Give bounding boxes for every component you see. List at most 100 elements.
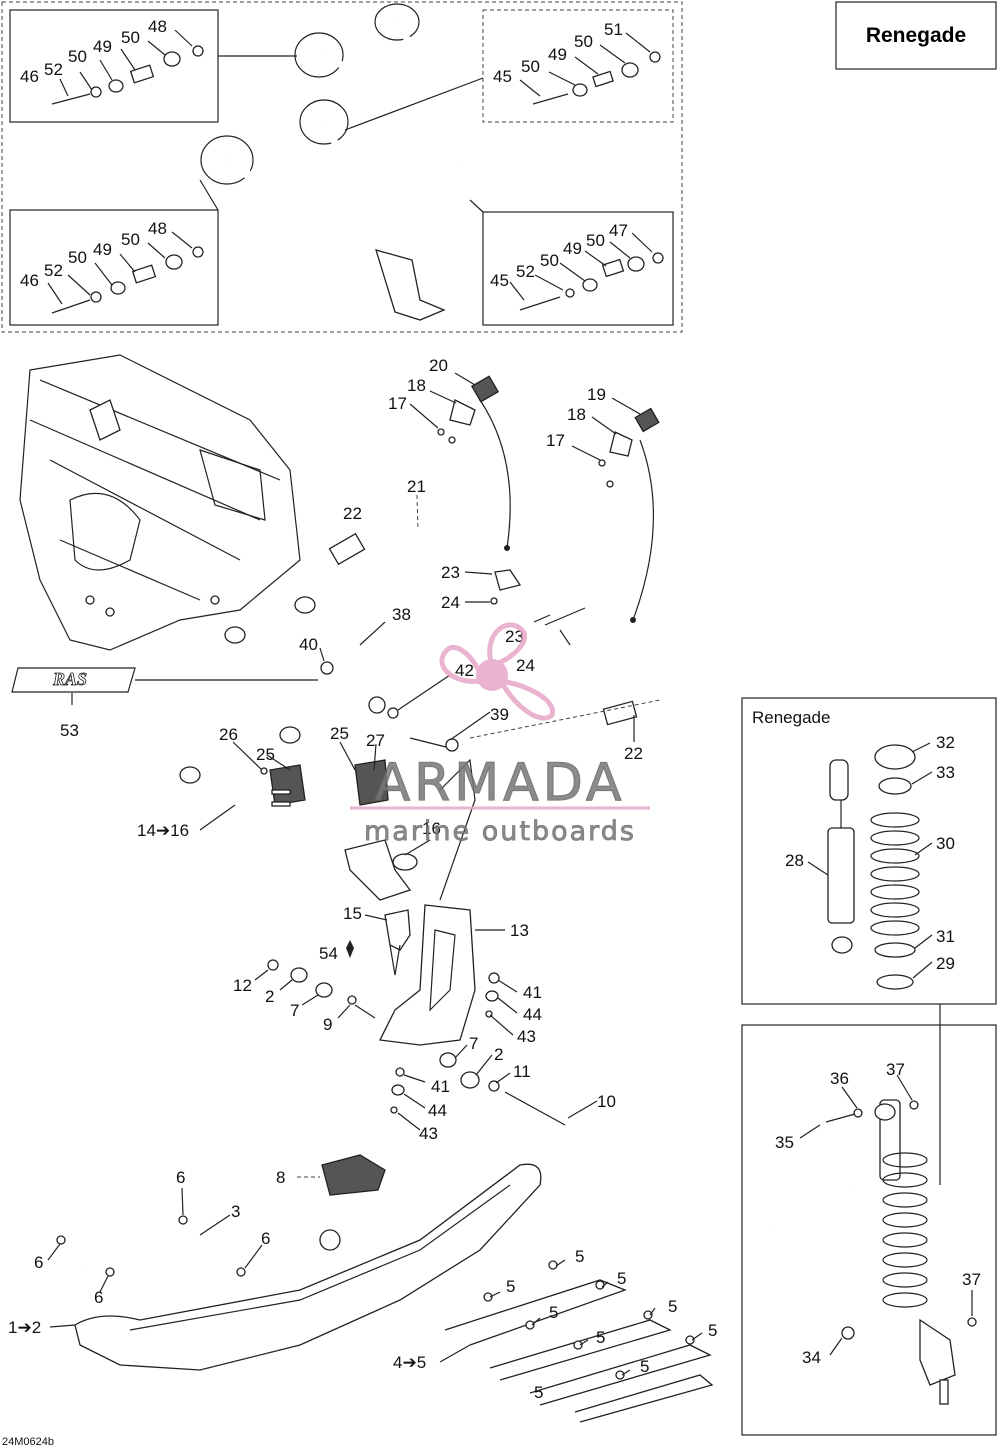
callout: 7 bbox=[290, 1001, 299, 1020]
callout: 48 bbox=[148, 17, 167, 36]
inset-box-upper-right bbox=[482, 9, 674, 123]
callout: 5 bbox=[617, 1269, 626, 1288]
callout: 42 bbox=[455, 661, 474, 680]
callout: 20 bbox=[429, 356, 448, 375]
callout: 6 bbox=[176, 1168, 185, 1187]
callout: 52 bbox=[516, 262, 535, 281]
callout: 47 bbox=[609, 221, 628, 240]
callout: 28 bbox=[785, 851, 804, 870]
callout: 23 bbox=[441, 563, 460, 582]
watermark-tagline: marine outboards bbox=[364, 816, 636, 847]
callout: 50 bbox=[586, 231, 605, 250]
callout: 18 bbox=[567, 405, 586, 424]
callout: 24 bbox=[516, 656, 535, 675]
callout: 17 bbox=[546, 431, 565, 450]
callout: 40 bbox=[299, 635, 318, 654]
callout: 46 bbox=[20, 67, 39, 86]
callout: 8 bbox=[276, 1168, 285, 1187]
callout: 5 bbox=[668, 1297, 677, 1316]
ski bbox=[56, 1154, 542, 1371]
callout: 6 bbox=[94, 1288, 103, 1307]
callout: 50 bbox=[68, 248, 87, 267]
callout: 19 bbox=[587, 385, 606, 404]
callout: 50 bbox=[574, 32, 593, 51]
title-box: Renegade bbox=[835, 1, 997, 70]
callout: 12 bbox=[233, 976, 252, 995]
callout: 41 bbox=[431, 1077, 450, 1096]
callout: 53 bbox=[60, 721, 79, 740]
callout: 18 bbox=[407, 376, 426, 395]
callout: 2 bbox=[265, 987, 274, 1006]
callout: 32 bbox=[936, 733, 955, 752]
callout: 26 bbox=[219, 725, 238, 744]
bolt-stack-4 bbox=[519, 252, 664, 311]
shock-box: Renegade bbox=[741, 697, 997, 1005]
sway-bar-bushings bbox=[437, 375, 660, 646]
inset-box-lower-left bbox=[9, 209, 219, 326]
upper-a-arm-assembly bbox=[224, 596, 661, 752]
inset-box-upper-left bbox=[9, 9, 219, 123]
callout: 3 bbox=[231, 1202, 240, 1221]
watermark-brand: ARMADA bbox=[375, 753, 626, 813]
spindle-and-ski-leg bbox=[267, 904, 566, 1126]
callout: 16 bbox=[422, 819, 441, 838]
callout: 46 bbox=[20, 271, 39, 290]
callout: 50 bbox=[68, 47, 87, 66]
callout: 2 bbox=[494, 1045, 503, 1064]
callout: 39 bbox=[490, 705, 509, 724]
callout: 50 bbox=[121, 28, 140, 47]
installed-spring bbox=[882, 1152, 928, 1308]
callout: 50 bbox=[521, 57, 540, 76]
callout: 10 bbox=[597, 1092, 616, 1111]
callout: 48 bbox=[148, 219, 167, 238]
callout: 4➔5 bbox=[393, 1353, 426, 1372]
callout: 9 bbox=[323, 1015, 332, 1034]
callout: 36 bbox=[830, 1069, 849, 1088]
bolt-stack-2 bbox=[532, 51, 661, 105]
callout: 23 bbox=[505, 627, 524, 646]
callout: 5 bbox=[708, 1321, 717, 1340]
upper-a-arm bbox=[199, 3, 484, 321]
callout: 5 bbox=[549, 1303, 558, 1322]
callout: 44 bbox=[523, 1005, 542, 1024]
ras-logo-text: RAS bbox=[52, 669, 87, 689]
coil-spring bbox=[870, 812, 920, 936]
leader-lines bbox=[47, 29, 973, 1376]
callout: 45 bbox=[490, 271, 509, 290]
chassis-frame bbox=[19, 354, 301, 651]
diagram-code: 24M0624b bbox=[2, 1436, 54, 1448]
callout: 15 bbox=[343, 904, 362, 923]
page-title: Renegade bbox=[866, 24, 966, 47]
callout: 6 bbox=[34, 1253, 43, 1272]
callout: 7 bbox=[469, 1034, 478, 1053]
callout: 50 bbox=[121, 230, 140, 249]
callout: 35 bbox=[775, 1133, 794, 1152]
callout: 22 bbox=[343, 504, 362, 523]
upper-a-arm-region bbox=[1, 1, 683, 333]
callout: 43 bbox=[517, 1027, 536, 1046]
callout: 5 bbox=[575, 1247, 584, 1266]
callout: 49 bbox=[93, 240, 112, 259]
sway-bar bbox=[328, 399, 674, 726]
callout: 41 bbox=[523, 983, 542, 1002]
callout: 29 bbox=[936, 954, 955, 973]
callout: 44 bbox=[428, 1101, 447, 1120]
bolt-stack-3 bbox=[51, 246, 204, 314]
callout: 25 bbox=[256, 745, 275, 764]
callout: 31 bbox=[936, 927, 955, 946]
callout: 17 bbox=[388, 394, 407, 413]
callout: 13 bbox=[510, 921, 529, 940]
callout: 49 bbox=[93, 37, 112, 56]
watermark: ARMADA marine outboards bbox=[350, 622, 650, 847]
bolt-stack-1 bbox=[51, 45, 204, 105]
callout: 37 bbox=[962, 1270, 981, 1289]
callout: 21 bbox=[407, 477, 426, 496]
ras-logo: RAS bbox=[11, 667, 318, 693]
callout: 54 bbox=[319, 944, 338, 963]
ski-runners bbox=[444, 1260, 714, 1423]
callouts: 46 52 50 49 50 48 45 50 49 50 51 46 52 5… bbox=[2, 17, 981, 1448]
inset-box-lower-right bbox=[482, 211, 674, 326]
callout: 30 bbox=[936, 834, 955, 853]
callout: 5 bbox=[596, 1328, 605, 1347]
callout: 49 bbox=[563, 239, 582, 258]
